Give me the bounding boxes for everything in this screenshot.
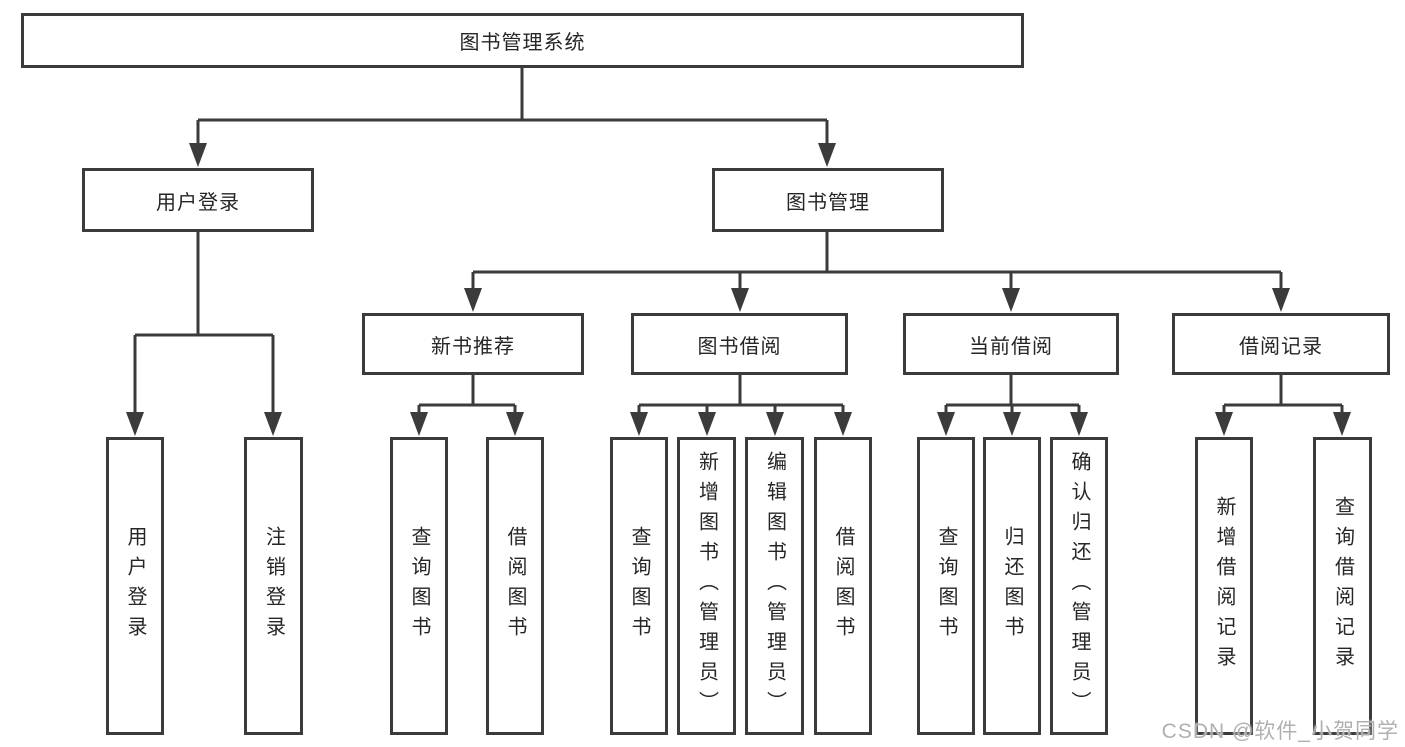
node-label: 新书推荐 (431, 335, 515, 358)
node-user-login: 用户登录 (82, 168, 314, 232)
node-book-management: 图书管理 (712, 168, 944, 232)
node-book-borrowing: 图书借阅 (631, 313, 848, 375)
node-leaf-logout: 注销登录 (244, 437, 303, 735)
node-borrowing-records: 借阅记录 (1172, 313, 1390, 375)
node-label: 借阅记录 (1239, 335, 1323, 358)
node-label: 查询图书 (628, 526, 650, 646)
node-label: 用户登录 (124, 526, 146, 646)
node-leaf-query-books-current: 查询图书 (917, 437, 975, 735)
node-leaf-query-books-newrec: 查询图书 (390, 437, 448, 735)
node-label: 图书借阅 (697, 335, 782, 358)
node-label: 查询借阅记录 (1331, 496, 1354, 676)
node-new-book-recommendation: 新书推荐 (362, 313, 584, 375)
node-label: 查询图书 (408, 526, 430, 646)
node-root: 图书管理系统 (21, 13, 1024, 68)
node-label: 新增借阅记录 (1213, 496, 1235, 676)
node-label: 借阅图书 (832, 526, 854, 646)
node-leaf-confirm-return-admin: 确认归还（管理员） (1050, 437, 1108, 735)
node-label: 用户登录 (156, 191, 240, 214)
node-label: 新增图书（管理员） (695, 451, 718, 721)
node-label: 当前借阅 (969, 335, 1053, 358)
node-label: 借阅图书 (504, 526, 526, 646)
node-current-borrowing: 当前借阅 (903, 313, 1119, 375)
node-leaf-return-books: 归还图书 (983, 437, 1041, 735)
node-leaf-borrow-books-borrow: 借阅图书 (814, 437, 872, 735)
csdn-watermark: CSDN @软件_小贺同学 (1161, 720, 1399, 743)
node-leaf-add-borrow-record: 新增借阅记录 (1195, 437, 1253, 735)
node-leaf-query-borrow-record: 查询借阅记录 (1313, 437, 1372, 735)
node-leaf-user-login: 用户登录 (106, 437, 164, 735)
node-label: 图书管理系统 (459, 32, 586, 54)
node-label: 图书管理 (786, 191, 870, 214)
node-leaf-borrow-books-newrec: 借阅图书 (486, 437, 544, 735)
node-leaf-add-books-admin: 新增图书（管理员） (677, 437, 736, 735)
node-label: 注销登录 (262, 526, 285, 646)
node-label: 确认归还（管理员） (1068, 451, 1090, 721)
node-label: 查询图书 (935, 526, 957, 646)
node-leaf-edit-books-admin: 编辑图书（管理员） (745, 437, 804, 735)
node-label: 编辑图书（管理员） (763, 451, 786, 721)
node-leaf-query-books-borrow: 查询图书 (610, 437, 668, 735)
node-label: 归还图书 (1001, 526, 1023, 646)
